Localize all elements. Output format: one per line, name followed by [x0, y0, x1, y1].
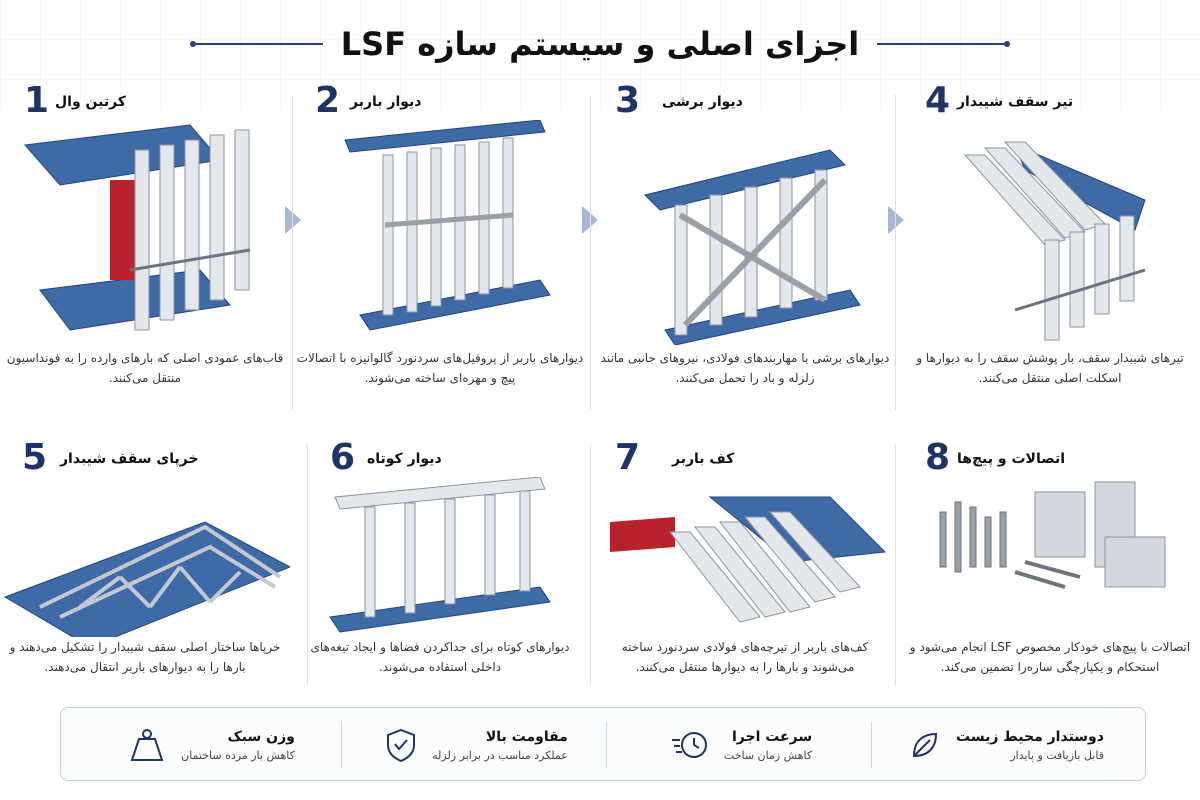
panel-title: دیوار برشی	[662, 94, 743, 110]
feature-title: سرعت اجرا	[731, 728, 813, 745]
divider	[590, 95, 591, 410]
panel-number: 7	[615, 437, 641, 478]
panel-description: قاب‌های عمودی اصلی که بارهای وارده را به…	[6, 351, 284, 385]
feature-subtitle: قابل بازیافت و پایدار	[1010, 748, 1104, 762]
feature-title: دوستدار محیط زیست	[956, 728, 1104, 745]
panel-title: تیر سقف شیبدار	[957, 94, 1074, 110]
panel-8: 8 اتصالات و پیچ‌ها اتصالات با پیچ‌های خو…	[905, 437, 1195, 762]
panel-title: دیوار باربر	[350, 94, 422, 110]
panel-description: اتصالات با پیچ‌های خودکار مخصوص LSF انجا…	[909, 640, 1191, 674]
panel-number: 3	[615, 80, 641, 121]
panel-description: تیرهای شیبدار سقف، بار پوشش سقف را به دی…	[916, 351, 1184, 385]
panel-description: دیوارهای باربر از پروفیل‌های سردنورد گال…	[296, 351, 584, 385]
load-bearing-wall-illustration	[344, 120, 551, 331]
panel-title: دیوار کوتاه	[367, 451, 442, 467]
roof-truss-illustration	[3, 521, 290, 637]
panel-2: 2 دیوار باربر دیوارهای باربر از پروفیل‌ه…	[295, 80, 585, 405]
panel-title: اتصالات و پیچ‌ها	[957, 451, 1066, 467]
curtain-wall-illustration	[24, 124, 251, 331]
panel-title: کرتین وال	[55, 94, 126, 110]
panel-3: 3 دیوار برشی دیوارهای برشی با مهاربندهای…	[600, 80, 890, 405]
floor-joist-illustration	[610, 496, 887, 623]
leaf-icon	[913, 732, 938, 758]
panel-number: 2	[315, 80, 341, 121]
shear-wall-illustration	[644, 149, 861, 345]
divider	[307, 445, 308, 685]
arrow-right-icon	[888, 206, 904, 234]
feature-divider	[341, 722, 342, 768]
features-bar: دوستدار محیط زیست قابل بازیافت و پایدار …	[60, 707, 1146, 781]
shield-icon	[387, 728, 416, 763]
feature-speed: سرعت اجرا کاهش زمان ساخت	[616, 708, 866, 782]
divider	[895, 95, 896, 410]
panel-title: خرپای سقف شیبدار	[60, 451, 199, 467]
panel-number: 6	[330, 437, 356, 478]
panel-number: 4	[925, 80, 951, 121]
arrow-right-icon	[285, 206, 301, 234]
feature-subtitle: کاهش بار مرده ساختمان	[181, 748, 295, 762]
panel-1: 1 کرتین وال قاب‌های عمودی اصلی که بارهای…	[0, 80, 290, 405]
short-wall-illustration	[329, 477, 551, 633]
divider	[590, 445, 591, 685]
feature-light-weight: وزن سبک کاهش بار مرده ساختمان	[86, 708, 336, 782]
title-divider-right	[877, 41, 1011, 47]
blueprint-background	[0, 0, 1200, 110]
title-row: اجزای اصلی و سیستم سازه LSF	[0, 18, 1200, 70]
panel-5: 5 خرپای سقف شیبدار خرپاها ساختار اصلی سق…	[0, 437, 290, 762]
feature-title: وزن سبک	[227, 728, 295, 745]
rafter-illustration	[963, 141, 1146, 341]
title-divider-left	[189, 41, 323, 47]
panel-number: 5	[22, 437, 48, 478]
divider	[292, 95, 293, 410]
panel-number: 8	[925, 437, 951, 478]
fasteners-illustration	[939, 481, 1166, 589]
feature-divider	[606, 722, 607, 768]
feature-strength: مقاومت بالا عملکرد مناسب در برابر زلزله	[351, 708, 601, 782]
panel-description: دیوارهای برشی با مهاربندهای فولادی، نیرو…	[600, 351, 890, 385]
panel-description: خرپاها ساختار اصلی سقف شیبدار را تشکیل م…	[9, 640, 281, 674]
feature-divider	[871, 722, 872, 768]
panel-title: کف باربر	[672, 451, 735, 467]
panel-6: 6 دیوار کوتاه دیوارهای کوتاه برای جداکرد…	[295, 437, 585, 762]
panel-4: 4 تیر سقف شیبدار تیرهای شیبدار سقف، بار …	[905, 80, 1195, 405]
feature-subtitle: عملکرد مناسب در برابر زلزله	[432, 748, 568, 762]
feature-title: مقاومت بالا	[485, 728, 568, 745]
feature-subtitle: کاهش زمان ساخت	[723, 748, 813, 762]
divider	[895, 445, 896, 685]
panel-number: 1	[24, 80, 50, 121]
page-title: اجزای اصلی و سیستم سازه LSF	[340, 25, 860, 63]
feature-eco: دوستدار محیط زیست قابل بازیافت و پایدار	[881, 708, 1131, 782]
panel-description: دیوارهای کوتاه برای جداکردن فضاها و ایجا…	[310, 640, 570, 674]
weight-icon	[130, 729, 164, 761]
fast-clock-icon	[671, 732, 707, 758]
panel-description: کف‌های باربر از تیرچه‌های فولادی سردنورد…	[621, 640, 869, 674]
panel-7: 7 کف باربر کف‌های باربر از تیرچه‌های فول…	[600, 437, 890, 762]
